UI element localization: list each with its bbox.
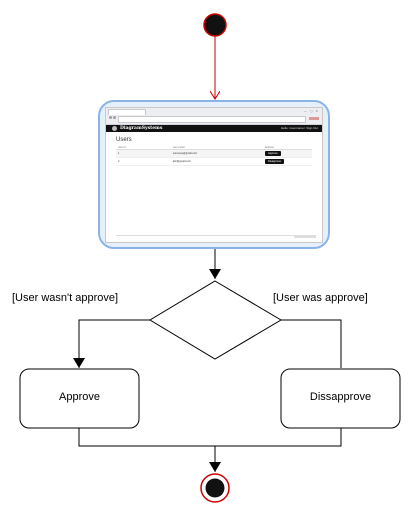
table-row: 2 abc@gmail.com Disapprove xyxy=(116,157,312,166)
row-email: someone@gmail.com xyxy=(170,149,263,158)
page-footer xyxy=(116,235,316,239)
users-page-screenshot: — ▢ ✕ DiagramSystems Hello <username> Si… xyxy=(98,100,330,249)
row-action: Approve xyxy=(262,149,312,158)
branch-right-edge xyxy=(281,319,342,368)
toolbar-icons xyxy=(309,117,319,120)
users-content: Users user id user email approve 1 someo… xyxy=(106,132,322,166)
site-logo-icon xyxy=(112,126,117,131)
approve-merge-edge xyxy=(78,428,215,447)
browser-chrome: — ▢ ✕ xyxy=(106,108,322,125)
row-id: 2 xyxy=(116,157,171,166)
users-heading: Users xyxy=(116,137,132,143)
guard-right-label: [User was approve] xyxy=(273,292,368,304)
row-id: 1 xyxy=(116,149,171,158)
col-user-email: user email xyxy=(170,145,263,150)
guard-left-label: [User wasn't approve] xyxy=(12,292,119,304)
browser-tab xyxy=(108,109,146,115)
browser-window: — ▢ ✕ DiagramSystems Hello <username> Si… xyxy=(105,107,323,243)
forward-icon xyxy=(113,116,116,119)
users-table: user id user email approve 1 someone@gma… xyxy=(116,145,312,166)
approve-button: Approve xyxy=(264,151,281,156)
row-email: abc@gmail.com xyxy=(170,157,263,166)
users-table-header: user id user email approve xyxy=(116,145,312,150)
table-row: 1 someone@gmail.com Approve xyxy=(116,149,312,158)
site-navbar: DiagramSystems Hello <username> Sign Out xyxy=(106,125,322,132)
back-icon xyxy=(109,116,112,119)
disapprove-button: Disapprove xyxy=(264,159,285,164)
branch-left-edge xyxy=(73,319,150,368)
end-node-core xyxy=(205,478,225,498)
site-brand: DiagramSystems xyxy=(120,126,163,131)
row-action: Disapprove xyxy=(262,157,312,166)
window-controls-icon: — ▢ ✕ xyxy=(303,109,319,113)
disapprove-merge-edge xyxy=(215,428,342,447)
address-bar xyxy=(118,116,306,123)
start-node xyxy=(203,13,227,37)
decision-node xyxy=(149,280,282,360)
col-approve: approve xyxy=(262,145,312,150)
nav-user-links: Hello <username> Sign Out xyxy=(280,126,318,130)
disapprove-node-label: Dissapprove xyxy=(309,391,372,403)
col-user-id: user id xyxy=(116,145,171,150)
approve-node-label: Approve xyxy=(59,391,100,403)
